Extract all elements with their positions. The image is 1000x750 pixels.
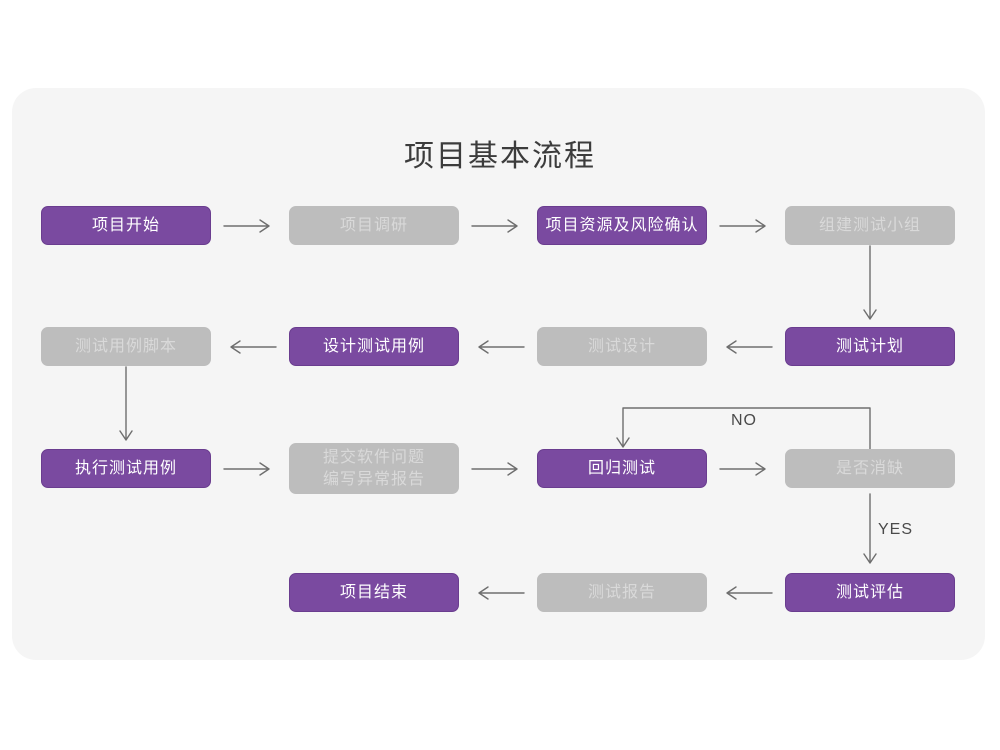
arrow-left-2: [478, 340, 525, 354]
node-test-plan[interactable]: 测试计划: [785, 327, 955, 366]
node-submit-issue-report[interactable]: 提交软件问题 编写异常报告: [289, 443, 459, 494]
arrow-left-4: [478, 586, 525, 600]
node-resource-risk-confirm[interactable]: 项目资源及风险确认: [537, 206, 707, 245]
arrow-right-2: [471, 219, 518, 233]
arrow-right-3: [719, 219, 766, 233]
node-defect-cleared[interactable]: 是否消缺: [785, 449, 955, 488]
flowchart-card: [12, 88, 985, 660]
node-project-start[interactable]: 项目开始: [41, 206, 211, 245]
arrow-down-yes: [863, 493, 877, 564]
arrow-down-script-to-execute: [119, 366, 133, 441]
edge-label-yes: YES: [878, 521, 914, 538]
node-test-evaluation[interactable]: 测试评估: [785, 573, 955, 612]
edge-label-no: NO: [731, 412, 757, 429]
node-regression-test[interactable]: 回归测试: [537, 449, 707, 488]
arrow-right-1: [223, 219, 270, 233]
arrow-left-3: [726, 340, 773, 354]
node-test-design[interactable]: 测试设计: [537, 327, 707, 366]
node-project-end[interactable]: 项目结束: [289, 573, 459, 612]
arrow-down-team-to-plan: [863, 245, 877, 320]
node-build-test-team[interactable]: 组建测试小组: [785, 206, 955, 245]
arrow-right-5: [471, 462, 518, 476]
arrow-left-5: [726, 586, 773, 600]
arrow-no-loop: [616, 407, 871, 455]
node-test-report[interactable]: 测试报告: [537, 573, 707, 612]
arrow-left-1: [230, 340, 277, 354]
arrow-right-4: [223, 462, 270, 476]
node-design-test-case[interactable]: 设计测试用例: [289, 327, 459, 366]
page-title: 项目基本流程: [404, 140, 596, 173]
node-execute-test-case[interactable]: 执行测试用例: [41, 449, 211, 488]
node-project-research[interactable]: 项目调研: [289, 206, 459, 245]
node-test-case-script[interactable]: 测试用例脚本: [41, 327, 211, 366]
arrow-right-6: [719, 462, 766, 476]
